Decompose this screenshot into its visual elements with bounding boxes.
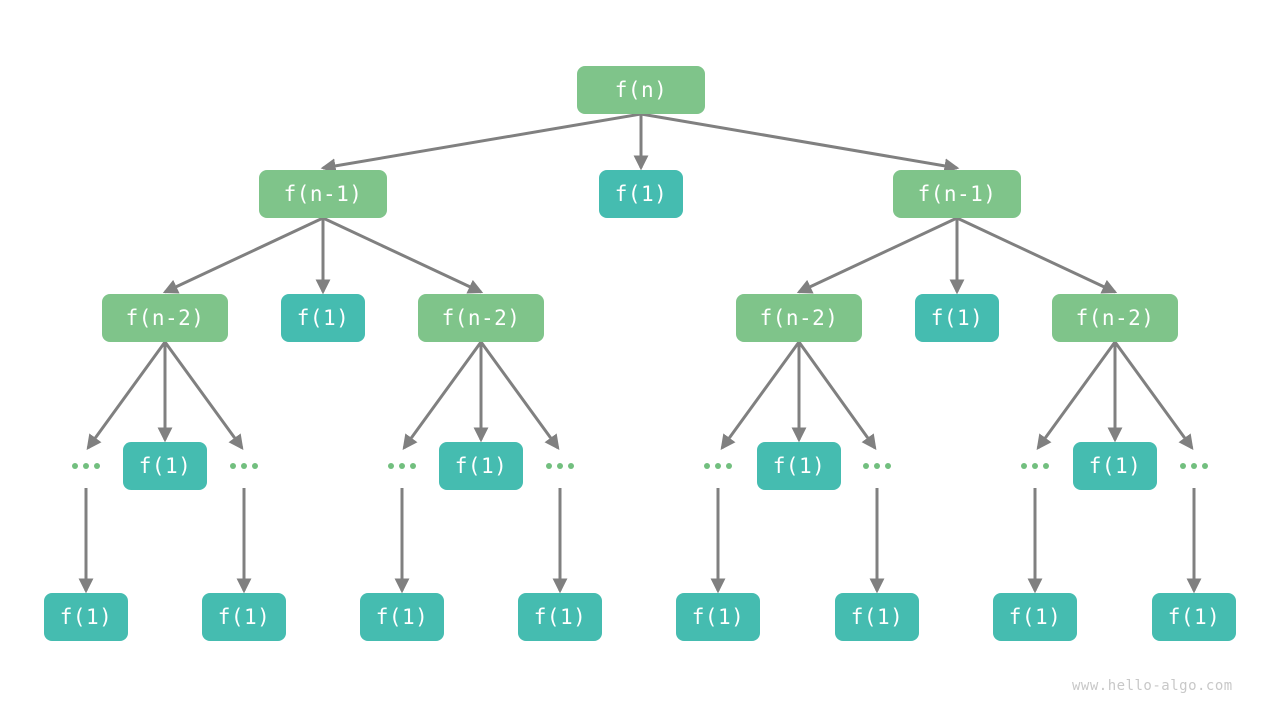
ellipsis-dot [241, 463, 247, 469]
ellipsis-marker-e3a [68, 456, 104, 476]
tree-node-n2f[interactable]: f(n-2) [1052, 294, 1178, 342]
tree-edge [956, 216, 1118, 294]
tree-node-n2e[interactable]: f(1) [915, 294, 999, 342]
ellipsis-dot [1043, 463, 1049, 469]
tree-node-label: f(n) [614, 78, 668, 102]
ellipsis-dot [874, 463, 880, 469]
tree-node-label: f(1) [138, 454, 192, 478]
ellipsis-dot [388, 463, 394, 469]
tree-node-label: f(1) [533, 605, 587, 629]
ellipsis-dot [1021, 463, 1027, 469]
tree-node-n4f[interactable]: f(1) [835, 593, 919, 641]
tree-node-n2c[interactable]: f(n-2) [418, 294, 544, 342]
tree-edge [797, 341, 877, 450]
tree-node-n2d[interactable]: f(n-2) [736, 294, 862, 342]
tree-node-label: f(1) [691, 605, 745, 629]
tree-node-n4b[interactable]: f(1) [202, 593, 286, 641]
ellipsis-dot [252, 463, 258, 469]
tree-node-n4e[interactable]: f(1) [676, 593, 760, 641]
ellipsis-marker-e3c [384, 456, 420, 476]
tree-node-label: f(n-1) [917, 182, 997, 206]
tree-node-label: f(1) [375, 605, 429, 629]
ellipsis-dot [885, 463, 891, 469]
tree-node-n3d[interactable]: f(1) [1073, 442, 1157, 490]
tree-node-label: f(n-2) [1075, 306, 1155, 330]
ellipsis-marker-e3f [859, 456, 895, 476]
tree-node-label: f(1) [1008, 605, 1062, 629]
ellipsis-dot [726, 463, 732, 469]
tree-node-n3b[interactable]: f(1) [439, 442, 523, 490]
tree-edge [640, 112, 960, 174]
tree-node-n4g[interactable]: f(1) [993, 593, 1077, 641]
tree-node-n4d[interactable]: f(1) [518, 593, 602, 641]
tree-node-label: f(1) [1167, 605, 1221, 629]
tree-edge [1036, 341, 1117, 450]
ellipsis-dot [1191, 463, 1197, 469]
tree-node-label: f(1) [296, 306, 350, 330]
tree-node-n4a[interactable]: f(1) [44, 593, 128, 641]
ellipsis-dot [1180, 463, 1186, 469]
tree-node-n4h[interactable]: f(1) [1152, 593, 1236, 641]
tree-node-label: f(1) [614, 182, 668, 206]
ellipsis-dot [557, 463, 563, 469]
ellipsis-dot [715, 463, 721, 469]
tree-node-n2b[interactable]: f(1) [281, 294, 365, 342]
ellipsis-dot [83, 463, 89, 469]
ellipsis-dot [704, 463, 710, 469]
tree-node-label: f(n-2) [759, 306, 839, 330]
tree-node-label: f(n-2) [441, 306, 521, 330]
ellipsis-marker-e3e [700, 456, 736, 476]
tree-node-label: f(1) [217, 605, 271, 629]
tree-node-label: f(1) [454, 454, 508, 478]
tree-node-n3c[interactable]: f(1) [757, 442, 841, 490]
tree-node-label: f(1) [772, 454, 826, 478]
ellipsis-marker-e3b [226, 456, 262, 476]
ellipsis-dot [568, 463, 574, 469]
tree-node-n4c[interactable]: f(1) [360, 593, 444, 641]
ellipsis-dot [72, 463, 78, 469]
tree-node-label: f(1) [1088, 454, 1142, 478]
tree-node-label: f(1) [59, 605, 113, 629]
watermark: www.hello-algo.com [1072, 678, 1233, 694]
tree-edge [320, 112, 642, 174]
tree-edge [479, 341, 560, 450]
tree-node-label: f(n-2) [125, 306, 205, 330]
tree-node-label: f(1) [930, 306, 984, 330]
tree-node-label: f(n-1) [283, 182, 363, 206]
tree-edge [162, 216, 324, 294]
ellipsis-dot [94, 463, 100, 469]
tree-edge [796, 216, 958, 294]
tree-node-n1b[interactable]: f(1) [599, 170, 683, 218]
ellipsis-dot [1202, 463, 1208, 469]
tree-edge [86, 341, 167, 450]
tree-node-n1a[interactable]: f(n-1) [259, 170, 387, 218]
ellipsis-dot [546, 463, 552, 469]
tree-edge [1113, 341, 1194, 450]
tree-node-n1c[interactable]: f(n-1) [893, 170, 1021, 218]
ellipsis-dot [410, 463, 416, 469]
tree-edge [322, 216, 484, 294]
tree-node-n2a[interactable]: f(n-2) [102, 294, 228, 342]
ellipsis-marker-e3g [1017, 456, 1053, 476]
tree-edge [163, 341, 244, 450]
tree-edge [720, 341, 801, 450]
tree-edge [402, 341, 483, 450]
ellipsis-dot [1032, 463, 1038, 469]
tree-node-label: f(1) [850, 605, 904, 629]
ellipsis-marker-e3h [1176, 456, 1212, 476]
ellipsis-marker-e3d [542, 456, 578, 476]
ellipsis-dot [399, 463, 405, 469]
ellipsis-dot [863, 463, 869, 469]
tree-node-n3a[interactable]: f(1) [123, 442, 207, 490]
ellipsis-dot [230, 463, 236, 469]
tree-node-n0[interactable]: f(n) [577, 66, 705, 114]
